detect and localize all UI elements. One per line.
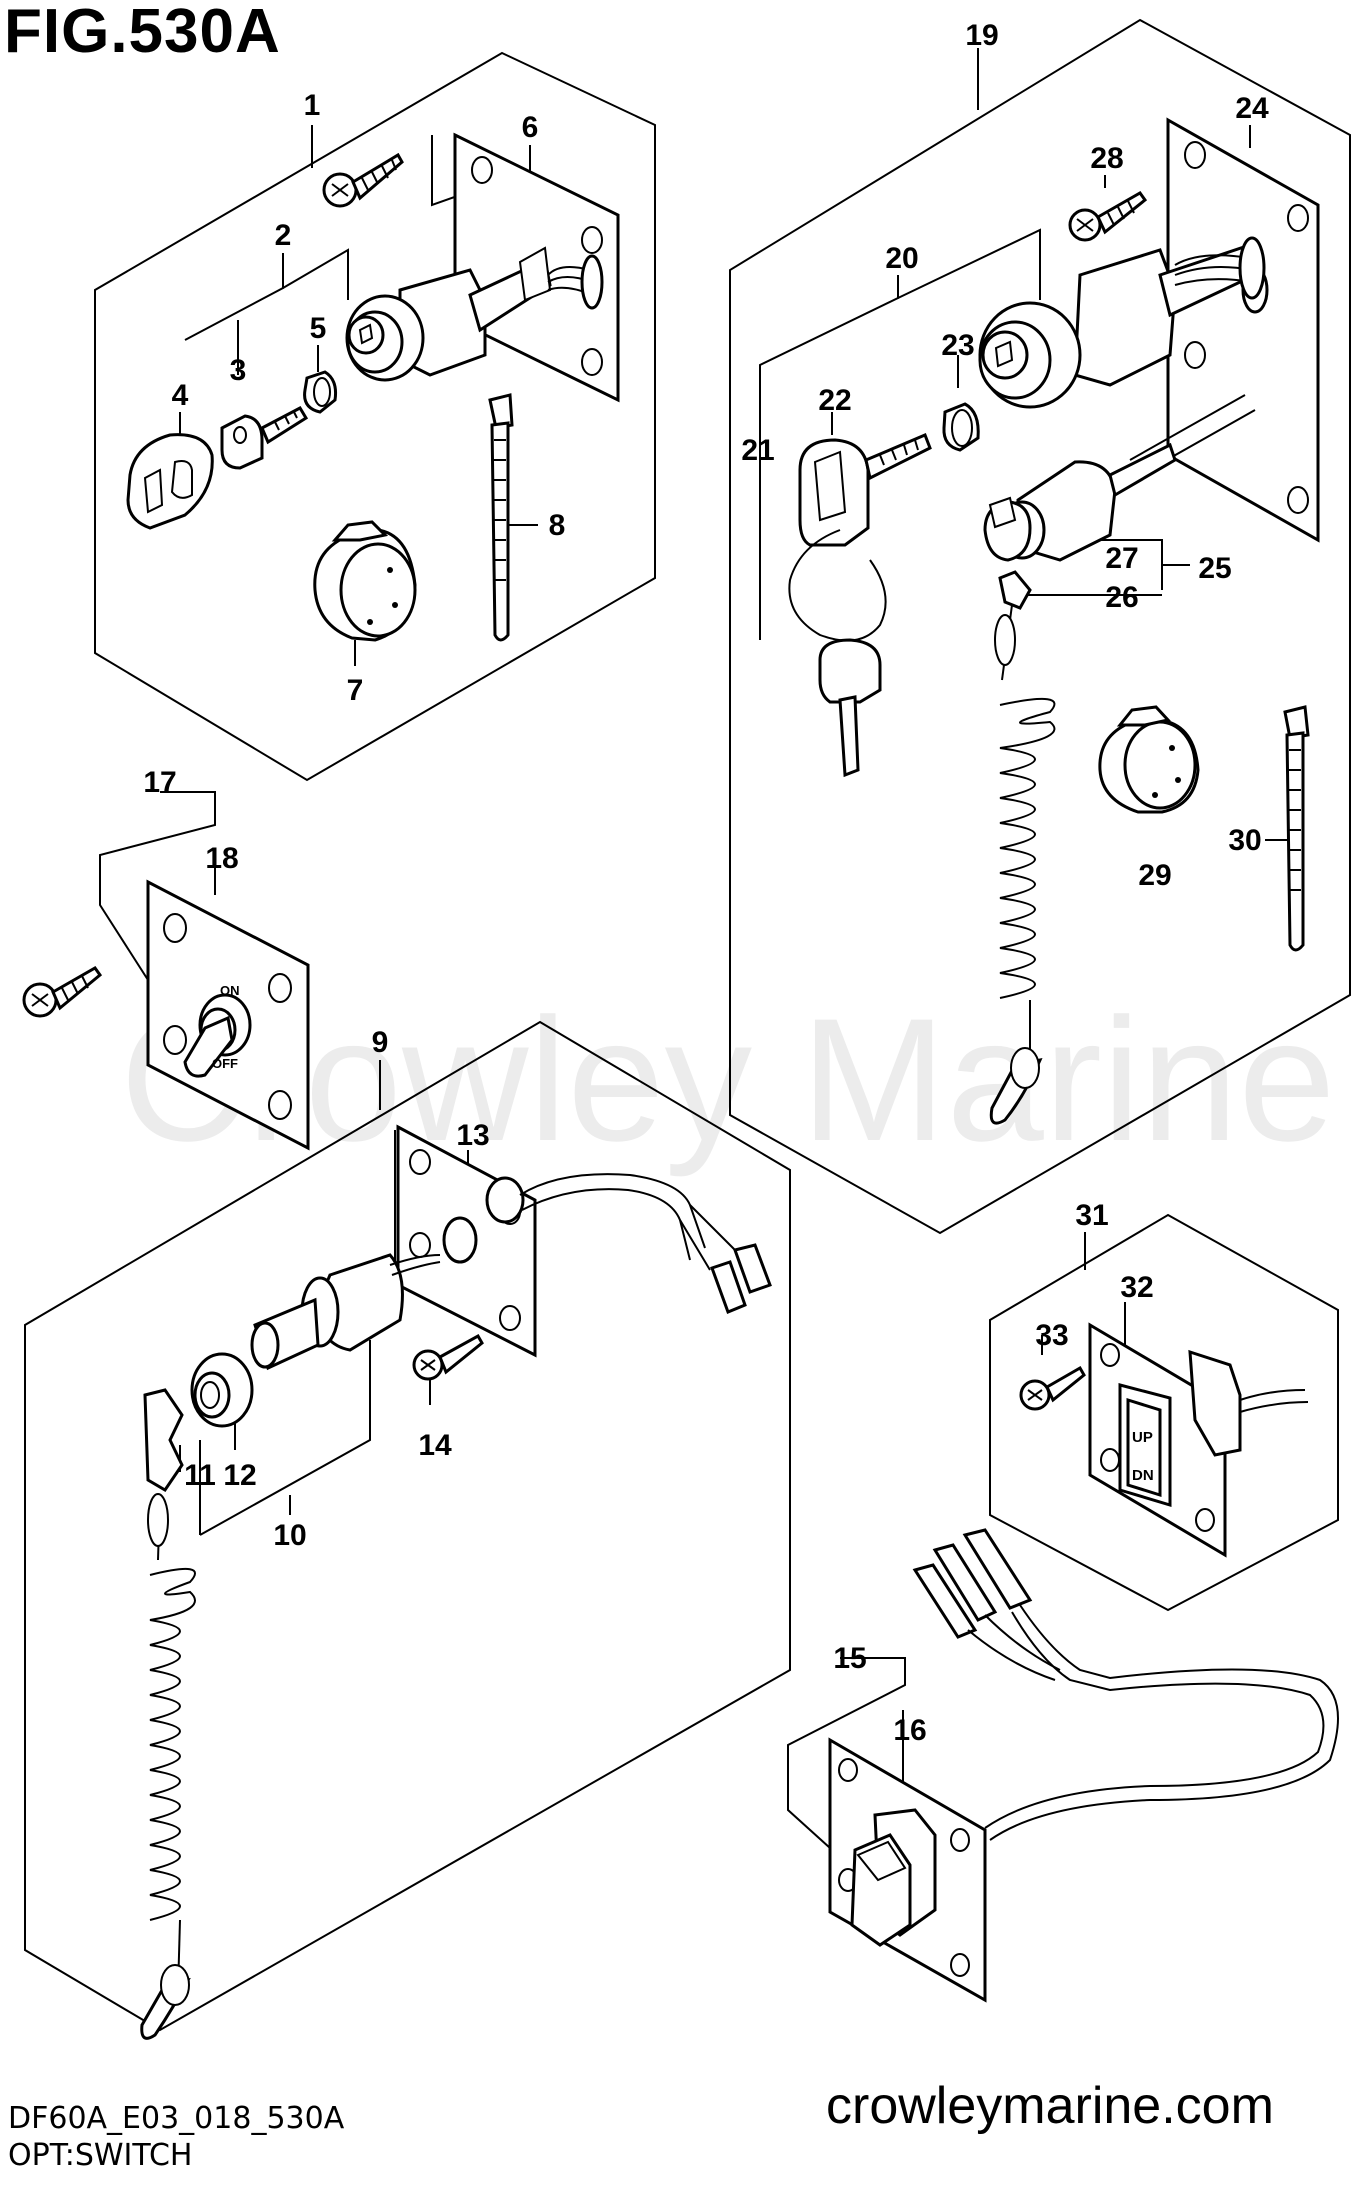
callout-23: 23 — [941, 329, 974, 362]
figure-title: FIG.530A — [4, 0, 281, 66]
group-19-key-switch-lanyard — [729, 18, 1351, 1235]
callout-24: 24 — [1235, 92, 1269, 125]
callout-20: 20 — [885, 242, 918, 275]
group-1-key-switch — [94, 51, 656, 782]
callout-29: 29 — [1138, 859, 1171, 892]
key-knob-4 — [126, 433, 214, 530]
key-3 — [220, 406, 309, 470]
cap-7 — [313, 520, 417, 642]
callout-12: 12 — [223, 1459, 256, 1492]
screw-14 — [412, 1333, 484, 1381]
trim-label-up: UP — [1132, 1429, 1153, 1446]
callout-14: 14 — [418, 1429, 452, 1462]
rocker-wires — [912, 1528, 1339, 1841]
leader-20b — [897, 228, 1041, 300]
group-19-frame — [729, 18, 1351, 1235]
key-switch-body — [345, 246, 604, 382]
callout-5: 5 — [310, 312, 327, 345]
leader-17 — [99, 791, 216, 1031]
callout-26: 26 — [1105, 581, 1138, 614]
group-9-stop-switch — [24, 1020, 791, 2040]
callout-15: 15 — [833, 1642, 866, 1675]
coil-cord-26 — [999, 697, 1056, 999]
stop-switch-body — [250, 1253, 441, 1371]
callout-7: 7 — [347, 674, 364, 707]
lanyard-switch-25 — [983, 442, 1177, 562]
callout-18: 18 — [205, 842, 238, 875]
callout-6: 6 — [522, 111, 539, 144]
screw-33 — [1019, 1365, 1086, 1411]
website-link[interactable]: crowleymarine.com — [826, 2077, 1274, 2135]
group-31-frame — [989, 1213, 1339, 1612]
callout-33: 33 — [1035, 1319, 1068, 1352]
stop-switch-plate-13 — [396, 1124, 772, 1358]
callout-numbers: 1 2 3 4 5 6 7 8 9 10 11 12 13 14 15 16 1… — [143, 19, 1269, 1747]
screw-1 — [322, 152, 404, 208]
group-17-toggle-switch: ON OFF — [22, 791, 310, 1151]
callout-9: 9 — [372, 1026, 389, 1059]
callout-28: 28 — [1090, 142, 1123, 175]
leader-15 — [787, 1657, 906, 1849]
callout-21: 21 — [741, 434, 774, 467]
callout-10: 10 — [273, 1519, 306, 1552]
callout-25: 25 — [1198, 552, 1231, 585]
callout-2: 2 — [275, 219, 292, 252]
toggle-label-on: ON — [220, 983, 240, 998]
key-22 — [788, 433, 932, 778]
coil-cord-11 — [149, 1567, 196, 1921]
callout-31: 31 — [1075, 1199, 1108, 1232]
leader-2 — [184, 253, 284, 341]
leader-2-branch — [282, 248, 349, 300]
mounting-plate-24 — [1166, 117, 1320, 543]
callout-13: 13 — [456, 1119, 489, 1152]
rocker-plate-16 — [828, 1737, 987, 2003]
figure-subtitle: OPT:SWITCH — [8, 2138, 193, 2173]
cap-29 — [1098, 705, 1200, 814]
callout-3: 3 — [230, 354, 247, 387]
cable-tie-30 — [1283, 705, 1310, 952]
trim-label-dn: DN — [1132, 1467, 1154, 1484]
dust-cap-5 — [303, 370, 337, 414]
callout-30: 30 — [1228, 824, 1261, 857]
screw-28 — [1068, 191, 1148, 242]
callout-4: 4 — [172, 379, 189, 412]
trim-switch-plate-32: UP DN — [1088, 1322, 1309, 1558]
callout-32: 32 — [1120, 1271, 1153, 1304]
leader-10b — [199, 1340, 371, 1536]
toggle-label-off: OFF — [212, 1056, 238, 1071]
dust-cap-23 — [942, 402, 980, 452]
cable-tie-8 — [488, 393, 514, 642]
callout-17: 17 — [143, 766, 176, 799]
callout-19: 19 — [965, 19, 998, 52]
callout-27: 27 — [1105, 542, 1138, 575]
watermark: Crowley Marine — [120, 983, 1336, 1178]
lanyard-clip-26 — [989, 570, 1056, 1125]
group-31-trim-switch: UP DN — [989, 1213, 1339, 1612]
figure-code: DF60A_E03_018_530A — [8, 2101, 345, 2136]
callout-16: 16 — [893, 1714, 926, 1747]
group-15-rocker-switch — [787, 1528, 1339, 2003]
callout-22: 22 — [818, 384, 851, 417]
callout-11: 11 — [184, 1459, 216, 1492]
key-switch-body-19 — [978, 236, 1266, 476]
lanyard-11 — [140, 1388, 196, 2040]
nut-12 — [190, 1352, 254, 1428]
callout-8: 8 — [549, 509, 566, 542]
group-1-frame — [94, 51, 656, 782]
screw-17 — [22, 966, 103, 1018]
callout-1: 1 — [304, 89, 321, 122]
toggle-plate-18: ON OFF — [146, 879, 310, 1151]
